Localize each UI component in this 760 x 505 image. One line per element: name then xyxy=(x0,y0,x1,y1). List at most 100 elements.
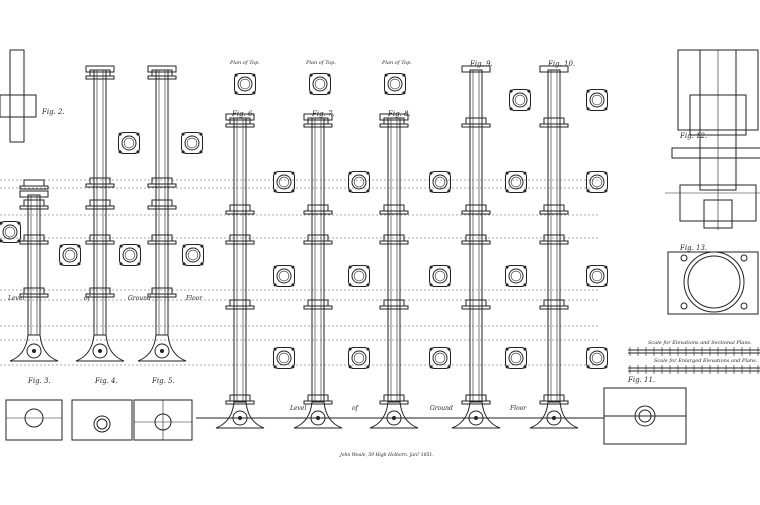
column-capital xyxy=(379,113,409,121)
column-flange xyxy=(147,240,177,245)
column-flange xyxy=(225,240,255,245)
column-collar xyxy=(229,299,251,307)
plate-area xyxy=(0,47,760,459)
base-circle xyxy=(154,343,170,359)
column-collar xyxy=(465,394,487,402)
column-collar xyxy=(465,117,487,125)
of-text-1: of xyxy=(84,295,92,302)
column-collar xyxy=(151,199,173,207)
column-flange xyxy=(539,210,569,215)
fig5-label: Fig. 5. xyxy=(151,377,175,385)
column-flange xyxy=(19,205,49,210)
ground-text-1: Ground xyxy=(128,295,151,302)
base-circle xyxy=(92,343,108,359)
column-flange xyxy=(225,123,255,128)
plan-symbol xyxy=(348,171,370,193)
column-flange xyxy=(539,305,569,310)
column-flange xyxy=(461,210,491,215)
column-flange xyxy=(379,400,409,405)
fig3-label: Fig. 3. xyxy=(27,377,51,385)
column-capital xyxy=(147,65,177,73)
column-flange xyxy=(147,205,177,210)
plan-symbol xyxy=(59,244,81,266)
column-collar xyxy=(89,199,111,207)
column-flange xyxy=(539,123,569,128)
column-flange xyxy=(379,240,409,245)
column-flange xyxy=(379,210,409,215)
column-flange xyxy=(19,293,49,298)
column-collar xyxy=(307,204,329,212)
plan-symbol xyxy=(182,244,204,266)
column xyxy=(9,179,59,362)
column-collar xyxy=(383,299,405,307)
column-collar xyxy=(229,117,251,125)
column-collar xyxy=(89,287,111,295)
plan-symbol xyxy=(586,265,608,287)
column-flange xyxy=(225,210,255,215)
column-collar xyxy=(307,117,329,125)
fig13-plan xyxy=(667,251,759,315)
column xyxy=(137,65,187,362)
plan-symbol xyxy=(273,171,295,193)
plan-symbol xyxy=(273,347,295,369)
level-text-1: Level xyxy=(7,295,24,302)
plan-symbol xyxy=(348,265,370,287)
column xyxy=(215,113,265,429)
fig4-label: Fig. 4. xyxy=(94,377,118,385)
plan-symbol xyxy=(429,171,451,193)
columns xyxy=(0,49,579,429)
column-capital xyxy=(225,113,255,121)
column-collar xyxy=(543,204,565,212)
column-flange xyxy=(303,305,333,310)
column-flange xyxy=(303,400,333,405)
plan-sections xyxy=(0,73,608,369)
fig6-label: Fig. 6. xyxy=(231,110,255,118)
floor-text-2: Floor xyxy=(509,405,527,412)
column-base xyxy=(529,401,579,429)
column-collar xyxy=(543,394,565,402)
column-collar xyxy=(307,299,329,307)
column-capital xyxy=(539,65,569,73)
plan-symbol xyxy=(505,265,527,287)
fig10-label: Fig. 10. xyxy=(547,60,575,68)
column-collar xyxy=(151,287,173,295)
column-flange xyxy=(147,293,177,298)
plan-symbol xyxy=(348,347,370,369)
column-base xyxy=(137,334,187,362)
column-collar xyxy=(89,177,111,185)
plan-symbol xyxy=(181,132,203,154)
scale-elev-label: Scale for Elevations and Sectional Plans… xyxy=(648,340,752,346)
column-base xyxy=(451,401,501,429)
column-flange xyxy=(85,240,115,245)
column xyxy=(529,65,579,429)
column-base xyxy=(215,401,265,429)
scale-bars xyxy=(628,347,760,374)
column-flange xyxy=(461,305,491,310)
column-flange xyxy=(539,400,569,405)
column-capital xyxy=(461,65,491,73)
column-flange xyxy=(303,123,333,128)
fig13-label: Fig. 13. xyxy=(679,244,707,252)
column-flange xyxy=(19,240,49,245)
plan-of-top-8: Plan of Top. xyxy=(381,60,412,66)
column-flange xyxy=(147,75,177,80)
base-plans xyxy=(5,399,193,441)
publisher-line: John Weale, 59 High Holborn. Jan? 1851. xyxy=(339,452,434,458)
column-capital xyxy=(303,113,333,121)
ground-text-2: Ground xyxy=(430,405,453,412)
column-flange xyxy=(303,210,333,215)
column-collar xyxy=(543,299,565,307)
of-text-2: of xyxy=(352,405,360,412)
column-collar xyxy=(229,204,251,212)
fig12-detail xyxy=(665,49,760,230)
plan-of-top-6: Plan of Top. xyxy=(229,60,260,66)
column-flange xyxy=(225,305,255,310)
column-flange xyxy=(461,400,491,405)
column-base xyxy=(369,401,419,429)
plan-symbol xyxy=(118,132,140,154)
column-collar xyxy=(23,179,45,187)
plan-symbol xyxy=(0,221,21,243)
plan-symbol xyxy=(586,171,608,193)
level-text-2: Level xyxy=(289,405,306,412)
